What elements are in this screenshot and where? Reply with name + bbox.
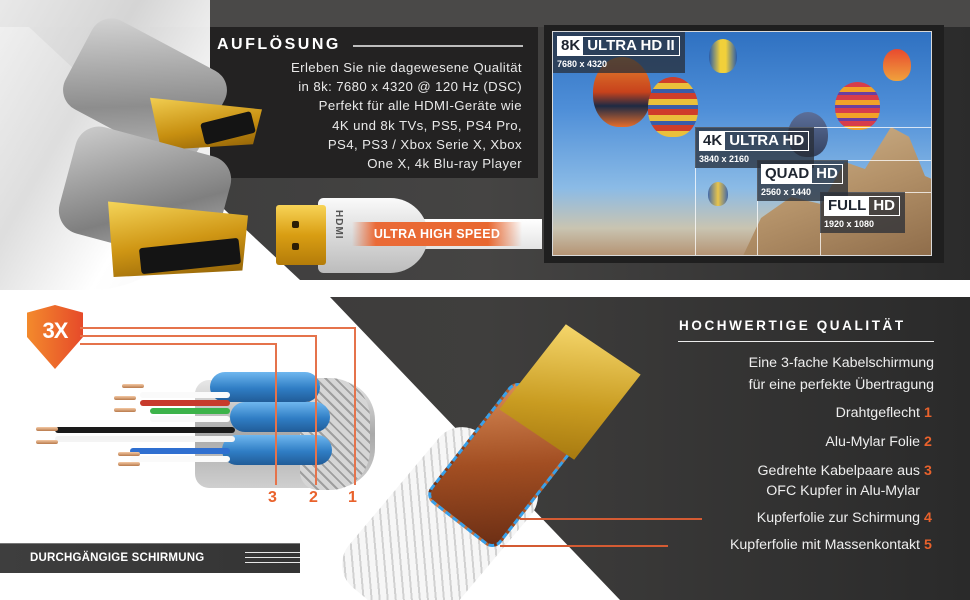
intro-line: Eine 3-fache Kabelschirmung [748, 355, 934, 371]
badge-b: HD [873, 197, 895, 214]
feature-label: Kupferfolie mit Massenkontakt [729, 537, 920, 553]
feature-number: 1 [924, 405, 932, 421]
intro-line: für eine perfekte Übertragung [748, 377, 934, 393]
hdmi-gold-plug-lower [108, 201, 248, 277]
decorative-lines-icon [245, 552, 300, 564]
layer-number-1: 1 [348, 489, 357, 506]
copper-tip [36, 440, 58, 444]
badge-a: 8K [558, 37, 584, 55]
copper-tip [36, 427, 58, 431]
continuous-shielding-label: DURCHGÄNGIGE SCHIRMUNG [30, 552, 205, 564]
wire [55, 436, 235, 442]
description-line: 4K und 8k TVs, PS5, PS4 Pro, [332, 117, 522, 133]
badge-a: FULL [825, 197, 870, 215]
feature-label: Drahtgeflecht [835, 405, 920, 421]
shield-badge-text: 3X [42, 318, 69, 343]
callout-line-2 [315, 335, 317, 485]
twisted-pair-shielded [222, 435, 332, 465]
layer-number-3: 3 [268, 489, 277, 506]
leader-line-5 [500, 545, 668, 547]
copper-tip [118, 462, 140, 466]
wire [140, 392, 230, 398]
badge-a: QUAD [762, 165, 813, 183]
description-line: in 8k: 7680 x 4320 @ 120 Hz (DSC) [298, 79, 522, 95]
badge-b: ULTRA HD [729, 132, 805, 149]
description-line: Perfekt für alle HDMI-Geräte wie [318, 98, 522, 114]
ultra-high-speed-gold-plug [276, 205, 326, 265]
resolution-description: Erleben Sie nie dagewesene Qualität in 8… [230, 58, 522, 173]
hdmi-logo: HDMI [333, 210, 344, 240]
feature-number: 2 [924, 434, 932, 450]
layer-number-2: 2 [309, 489, 318, 506]
leader-line-4 [520, 518, 702, 520]
feature-label: Kupferfolie zur Schirmung [756, 510, 920, 526]
badge-a: 4K [700, 132, 726, 150]
wire [140, 400, 230, 406]
resolution-size: 2560 x 1440 [761, 187, 812, 197]
callout-line-3 [80, 343, 276, 345]
quality-intro: Eine 3-fache Kabelschirmung für eine per… [640, 352, 934, 396]
hdmi-port-icon [138, 237, 242, 275]
feature-number: 3 [924, 463, 932, 479]
wire [130, 448, 230, 454]
description-line: One X, 4k Blu-ray Player [367, 156, 522, 172]
resolution-heading: AUFLÖSUNG [217, 36, 341, 53]
heading-rule [678, 341, 934, 342]
copper-tip [118, 452, 140, 456]
description-line: Erleben Sie nie dagewesene Qualität [290, 60, 522, 75]
quality-heading: HOCHWERTIGE QUALITÄT [679, 318, 906, 333]
description-line: PS4, PS3 / Xbox Serie X, Xbox [327, 136, 522, 152]
wire [150, 408, 230, 414]
resolution-size: 3840 x 2160 [699, 154, 750, 164]
heading-rule [353, 45, 523, 47]
feature-number: 5 [924, 537, 932, 553]
balloon-icon [883, 49, 911, 81]
feature-number: 4 [924, 510, 932, 526]
feature-label: Alu-Mylar Folie [825, 434, 920, 450]
badge-b: ULTRA HD II [587, 37, 675, 54]
wire [150, 416, 230, 422]
wire [130, 456, 230, 462]
copper-tip [114, 396, 136, 400]
callout-line-1 [80, 327, 356, 329]
resolution-size: 7680 x 4320 [557, 59, 608, 69]
balloon-icon [708, 182, 728, 206]
feature-label-line2: OFC Kupfer in Alu-Mylar [766, 483, 920, 499]
twisted-pair-shielded [230, 402, 330, 432]
callout-line-3 [275, 343, 277, 485]
balloon-icon [835, 82, 880, 130]
wire [55, 427, 235, 433]
badge-b: HD [816, 165, 838, 182]
resolution-size: 1920 x 1080 [824, 219, 875, 229]
callout-line-2 [80, 335, 316, 337]
copper-tip [114, 408, 136, 412]
ultra-high-speed-label: ULTRA HIGH SPEED [352, 222, 522, 246]
callout-line-1 [354, 327, 356, 485]
balloon-icon [648, 77, 698, 137]
feature-label: Gedrehte Kabelpaare aus [757, 463, 920, 479]
balloon-icon [709, 39, 737, 73]
copper-tip [122, 384, 144, 388]
